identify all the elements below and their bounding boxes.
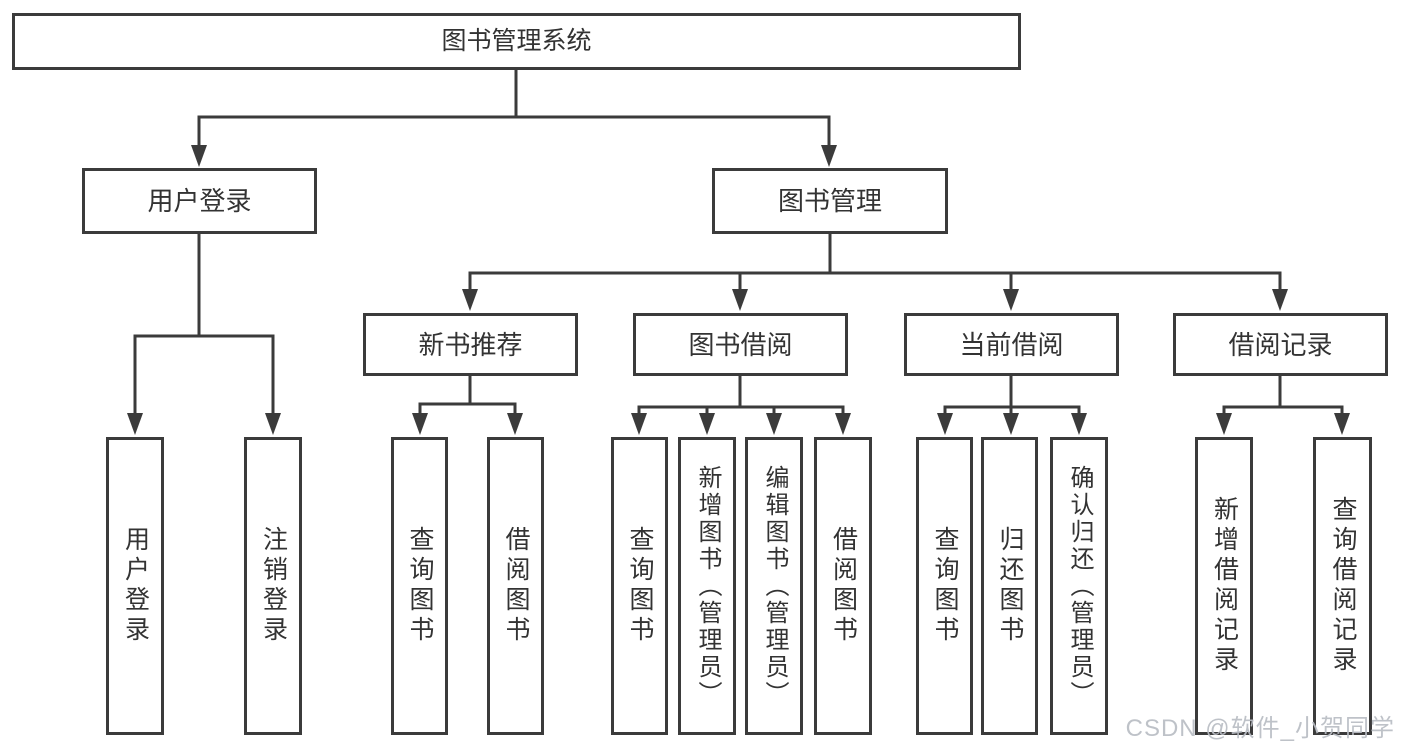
node-current-borrowing: 当前借阅 bbox=[904, 313, 1119, 376]
leaf-query-books-current: 查询图书 bbox=[916, 437, 973, 735]
leaf-logout: 注销登录 bbox=[244, 437, 302, 735]
node-user-login: 用户登录 bbox=[82, 168, 317, 234]
leaf-user-login: 用户登录 bbox=[106, 437, 164, 735]
leaf-edit-books-admin: 编辑图书（管理员） bbox=[745, 437, 803, 735]
leaf-query-borrow-record: 查询借阅记录 bbox=[1313, 437, 1372, 735]
node-new-book-recommendation: 新书推荐 bbox=[363, 313, 578, 376]
leaf-add-borrow-record: 新增借阅记录 bbox=[1195, 437, 1253, 735]
node-book-borrowing: 图书借阅 bbox=[633, 313, 848, 376]
leaf-borrow-books-recommend: 借阅图书 bbox=[487, 437, 544, 735]
connector-bookmgmt-to-level2 bbox=[468, 234, 1282, 296]
connector-userlogin-to-leaves bbox=[133, 234, 275, 418]
leaf-query-books-borrowing: 查询图书 bbox=[611, 437, 668, 735]
node-book-management: 图书管理 bbox=[712, 168, 948, 234]
leaf-confirm-return-admin: 确认归还（管理员） bbox=[1050, 437, 1108, 735]
connector-borrowing-to-leaves bbox=[637, 376, 845, 420]
leaf-return-books: 归还图书 bbox=[981, 437, 1038, 735]
leaf-borrow-books-borrowing: 借阅图书 bbox=[814, 437, 872, 735]
node-root-library-management-system: 图书管理系统 bbox=[12, 13, 1021, 70]
connector-root-to-level1 bbox=[197, 70, 831, 150]
leaf-add-books-admin: 新增图书（管理员） bbox=[678, 437, 736, 735]
connector-newbook-to-leaves bbox=[418, 376, 517, 420]
node-borrowing-records: 借阅记录 bbox=[1173, 313, 1388, 376]
arrowheads bbox=[127, 145, 1350, 435]
connector-records-to-leaves bbox=[1222, 376, 1344, 420]
leaf-query-books-recommend: 查询图书 bbox=[391, 437, 448, 735]
